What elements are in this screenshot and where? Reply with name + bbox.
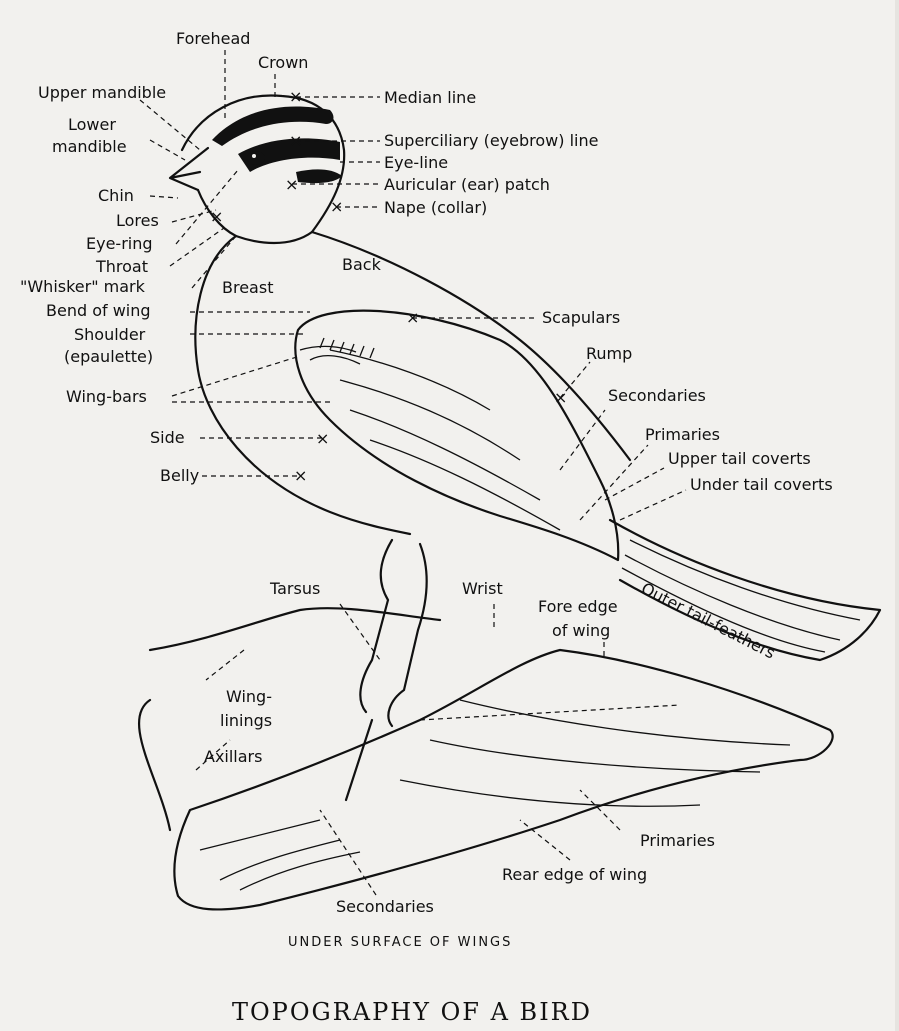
label-wing-bars: Wing-bars [66, 387, 147, 406]
marker-median: × [289, 87, 302, 106]
label-secondaries: Secondaries [608, 386, 706, 405]
label-upper-mandible: Upper mandible [38, 83, 166, 102]
wing-feather-lines [300, 346, 560, 530]
page-title: TOPOGRAPHY OF A BIRD [232, 998, 592, 1026]
label-of-wing: of wing [552, 621, 610, 640]
label-superciliary: Superciliary (eyebrow) line [384, 131, 598, 150]
marker-belly: × [294, 466, 307, 485]
marker-rump: × [554, 388, 567, 407]
bird-illustration [139, 95, 880, 909]
label-rump: Rump [586, 344, 632, 363]
label-lower: Lower [68, 115, 116, 134]
label-shoulder: Shoulder [74, 325, 146, 344]
label-whisker-mark: "Whisker" mark [20, 277, 146, 296]
label-throat: Throat [95, 257, 148, 276]
label-eye-line: Eye-line [384, 153, 448, 172]
label-side: Side [150, 428, 185, 447]
eye-highlight [252, 154, 256, 158]
label-outer-tail-feathers: Outer tail-feathers [638, 579, 778, 663]
label-bend-of-wing: Bend of wing [46, 301, 151, 320]
marker-superciliary: × [289, 131, 302, 150]
marker-auricular: × [285, 175, 298, 194]
legs [360, 540, 426, 726]
label-breast: Breast [222, 278, 273, 297]
ear-patch [296, 169, 342, 183]
label-nape: Nape (collar) [384, 198, 487, 217]
branch [139, 608, 440, 830]
marker-lores: × [210, 207, 223, 226]
label-mandible: mandible [52, 137, 127, 156]
label-lower-secondaries: Secondaries [336, 897, 434, 916]
marker-side: × [316, 429, 329, 448]
label-belly: Belly [160, 466, 199, 485]
under-wing-feathers [200, 700, 790, 890]
label-back: Back [342, 255, 382, 274]
label-axillars: Axillars [204, 747, 262, 766]
label-primaries: Primaries [645, 425, 720, 444]
label-chin: Chin [98, 186, 134, 205]
label-fore-edge: Fore edge [538, 597, 618, 616]
label-lores: Lores [116, 211, 159, 230]
label-epaulette: (epaulette) [64, 347, 153, 366]
label-crown: Crown [258, 53, 308, 72]
part-labels: Forehead Crown Upper mandible Lower mand… [20, 29, 833, 916]
label-wrist: Wrist [462, 579, 503, 598]
label-median-line: Median line [384, 88, 476, 107]
caption: UNDER SURFACE OF WINGS [288, 935, 512, 950]
label-scapulars: Scapulars [542, 308, 620, 327]
label-upper-tail-coverts: Upper tail coverts [668, 449, 811, 468]
label-lower-primaries: Primaries [640, 831, 715, 850]
label-tarsus: Tarsus [269, 579, 320, 598]
eye [247, 151, 265, 165]
label-forehead: Forehead [176, 29, 250, 48]
label-under-tail-coverts: Under tail coverts [690, 475, 833, 494]
label-wing-linings-2: linings [220, 711, 272, 730]
marker-scapulars: × [406, 308, 419, 327]
label-rear-edge: Rear edge of wing [502, 865, 647, 884]
label-eye-ring: Eye-ring [86, 234, 153, 253]
marker-nape: × [330, 197, 343, 216]
label-wing-linings-1: Wing- [226, 687, 272, 706]
label-auricular: Auricular (ear) patch [384, 175, 550, 194]
